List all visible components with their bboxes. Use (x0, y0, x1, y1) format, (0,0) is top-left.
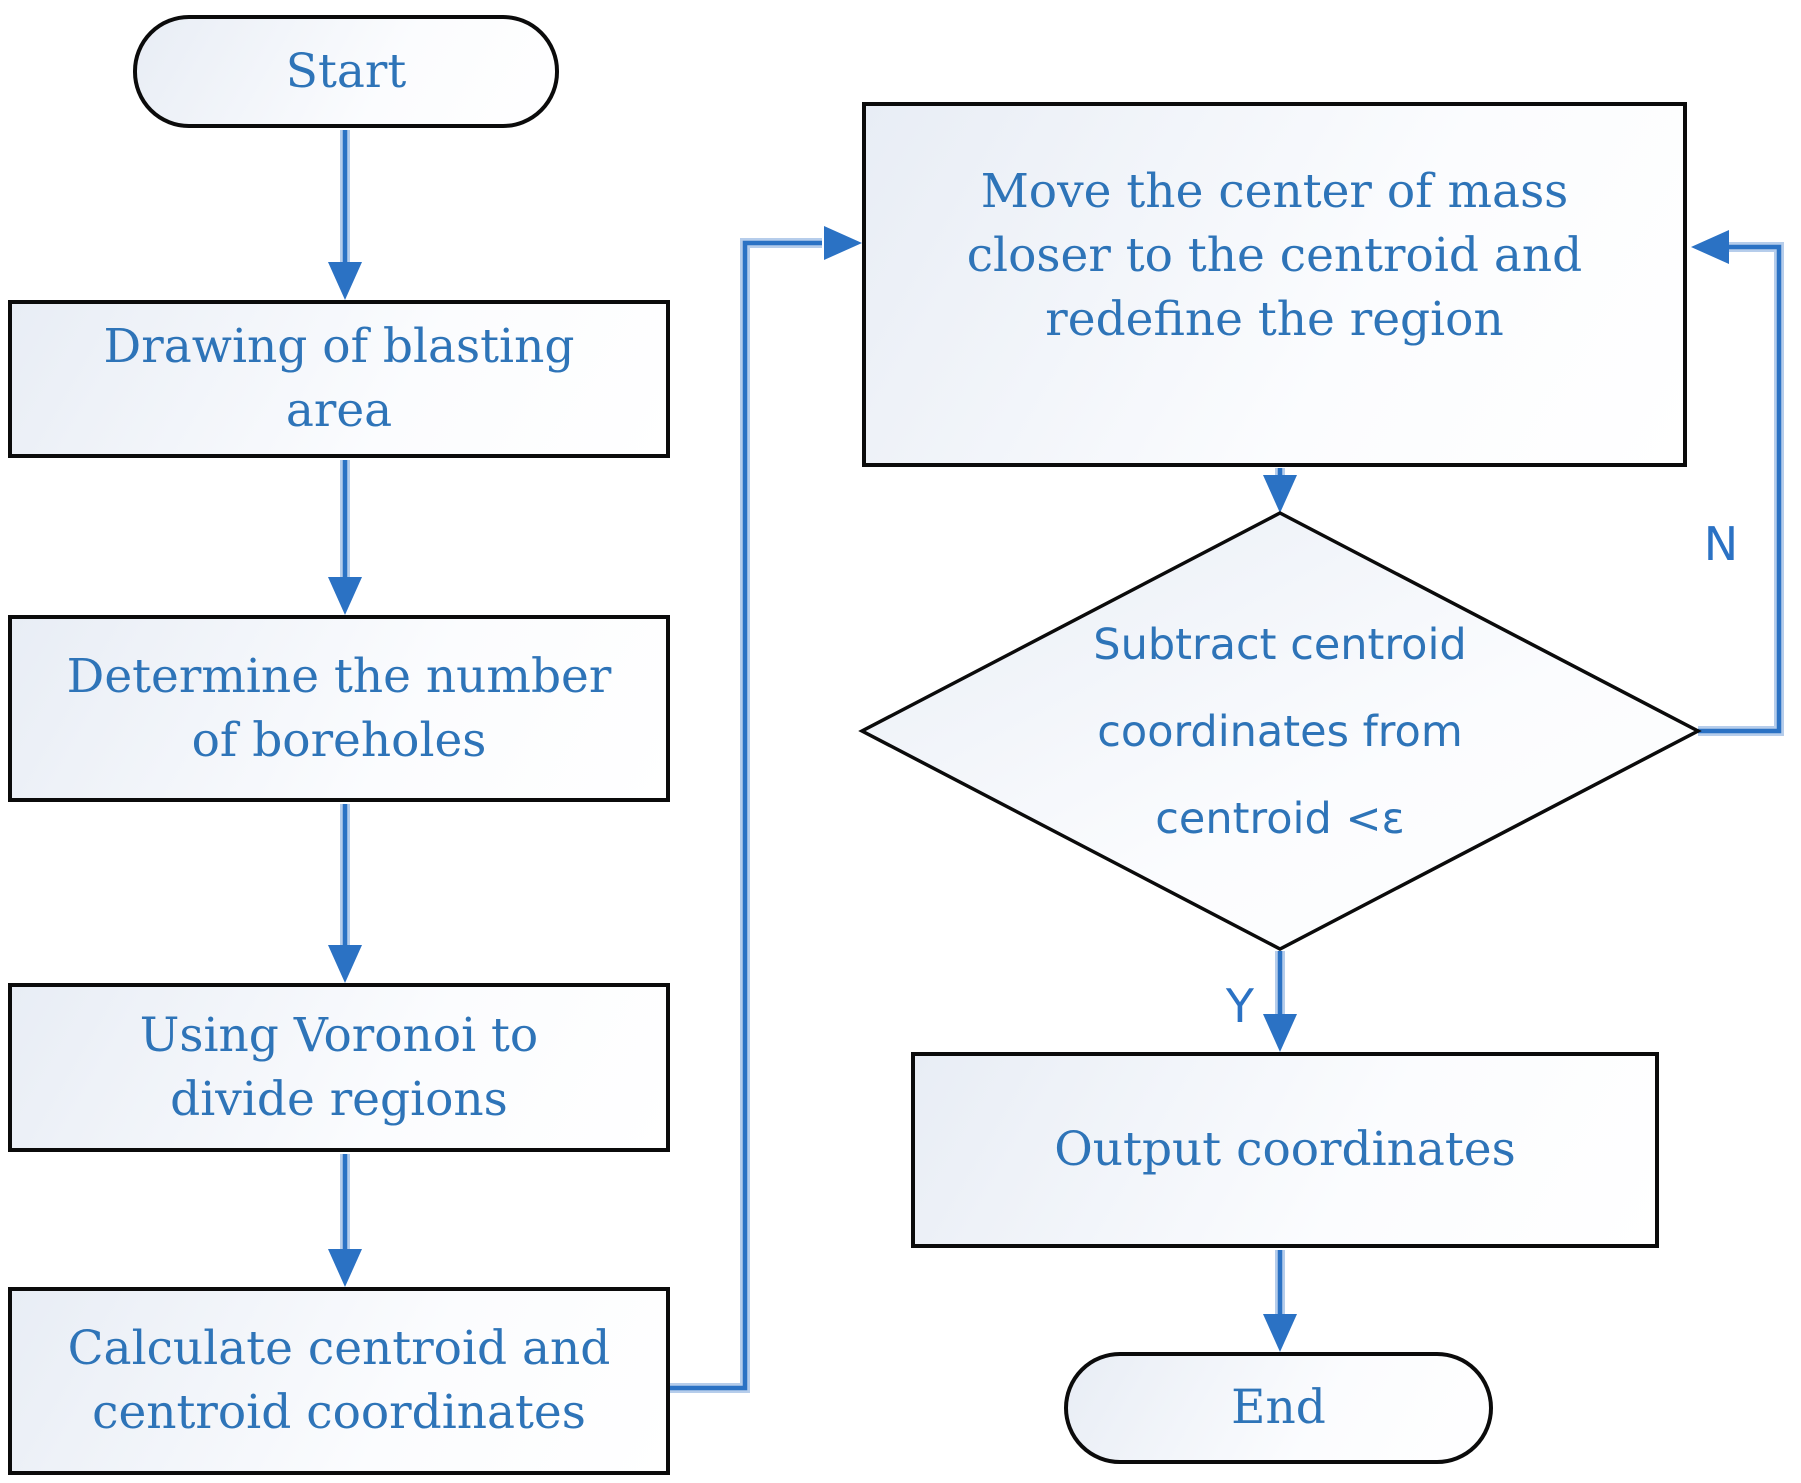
node-end-label: End (1231, 1376, 1326, 1440)
node-label-line: closer to the centroid and (966, 227, 1583, 283)
node-move-center-of-mass: Move the center of mass closer to the ce… (862, 102, 1687, 467)
edge-voronoi-to-calculate (328, 1154, 362, 1287)
node-move-label: Move the center of mass closer to the ce… (967, 160, 1583, 410)
node-drawing-of-blasting-area: Drawing of blasting area (8, 300, 670, 458)
node-label-line: End (1231, 1380, 1326, 1435)
edge-output-to-end (1263, 1250, 1297, 1352)
node-label-line: Move the center of mass (980, 163, 1569, 219)
node-label-line: Calculate centroid and (67, 1321, 611, 1376)
node-label-line: Subtract centroid (1093, 619, 1467, 670)
node-boreholes-label: Determine the number of boreholes (67, 645, 612, 773)
node-label-line: Start (285, 43, 407, 99)
node-label-line: coordinates from (1097, 706, 1463, 757)
edge-boreholes-to-voronoi (328, 804, 362, 983)
edge-calculate-to-move (670, 226, 862, 1393)
node-calculate-centroid-coordinates: Calculate centroid and centroid coordina… (8, 1287, 670, 1475)
node-start-label: Start (286, 40, 406, 104)
edge-decision-to-output-yes (1263, 951, 1297, 1052)
node-output-label: Output coordinates (1054, 1118, 1516, 1182)
node-drawing-label: Drawing of blasting area (104, 315, 575, 443)
node-label-line: divide regions (170, 1071, 508, 1127)
node-output-coordinates: Output coordinates (911, 1052, 1659, 1248)
node-label-line: area (285, 383, 393, 438)
edge-label-yes: Y (1225, 979, 1254, 1033)
node-label-line: Determine the number (66, 648, 612, 704)
node-label-line: centroid coordinates (92, 1385, 586, 1440)
node-voronoi-divide-regions: Using Voronoi to divide regions (8, 983, 670, 1152)
node-label-line: of boreholes (191, 712, 487, 768)
node-label-line: Using Voronoi to (139, 1007, 539, 1063)
edge-decision-to-move-no (1691, 230, 1784, 736)
edge-label-no: N (1703, 517, 1739, 571)
node-end: End (1064, 1352, 1493, 1464)
node-decision-label: Subtract centroid coordinates from centr… (980, 620, 1580, 844)
node-label-line: Drawing of blasting (103, 319, 575, 374)
node-label-line: redefine the region (1045, 291, 1504, 347)
edge-drawing-to-boreholes (328, 460, 362, 615)
edge-start-to-drawing (328, 130, 362, 300)
decision-diamond-shape (858, 511, 1702, 951)
node-start: Start (133, 15, 559, 128)
node-calculate-label: Calculate centroid and centroid coordina… (68, 1317, 611, 1445)
node-label-line: Output coordinates (1054, 1122, 1516, 1177)
edge-move-to-decision (1263, 468, 1297, 513)
node-voronoi-label: Using Voronoi to divide regions (140, 1004, 538, 1132)
node-label-line: centroid <ε (1155, 793, 1405, 844)
node-determine-number-of-boreholes: Determine the number of boreholes (8, 615, 670, 802)
